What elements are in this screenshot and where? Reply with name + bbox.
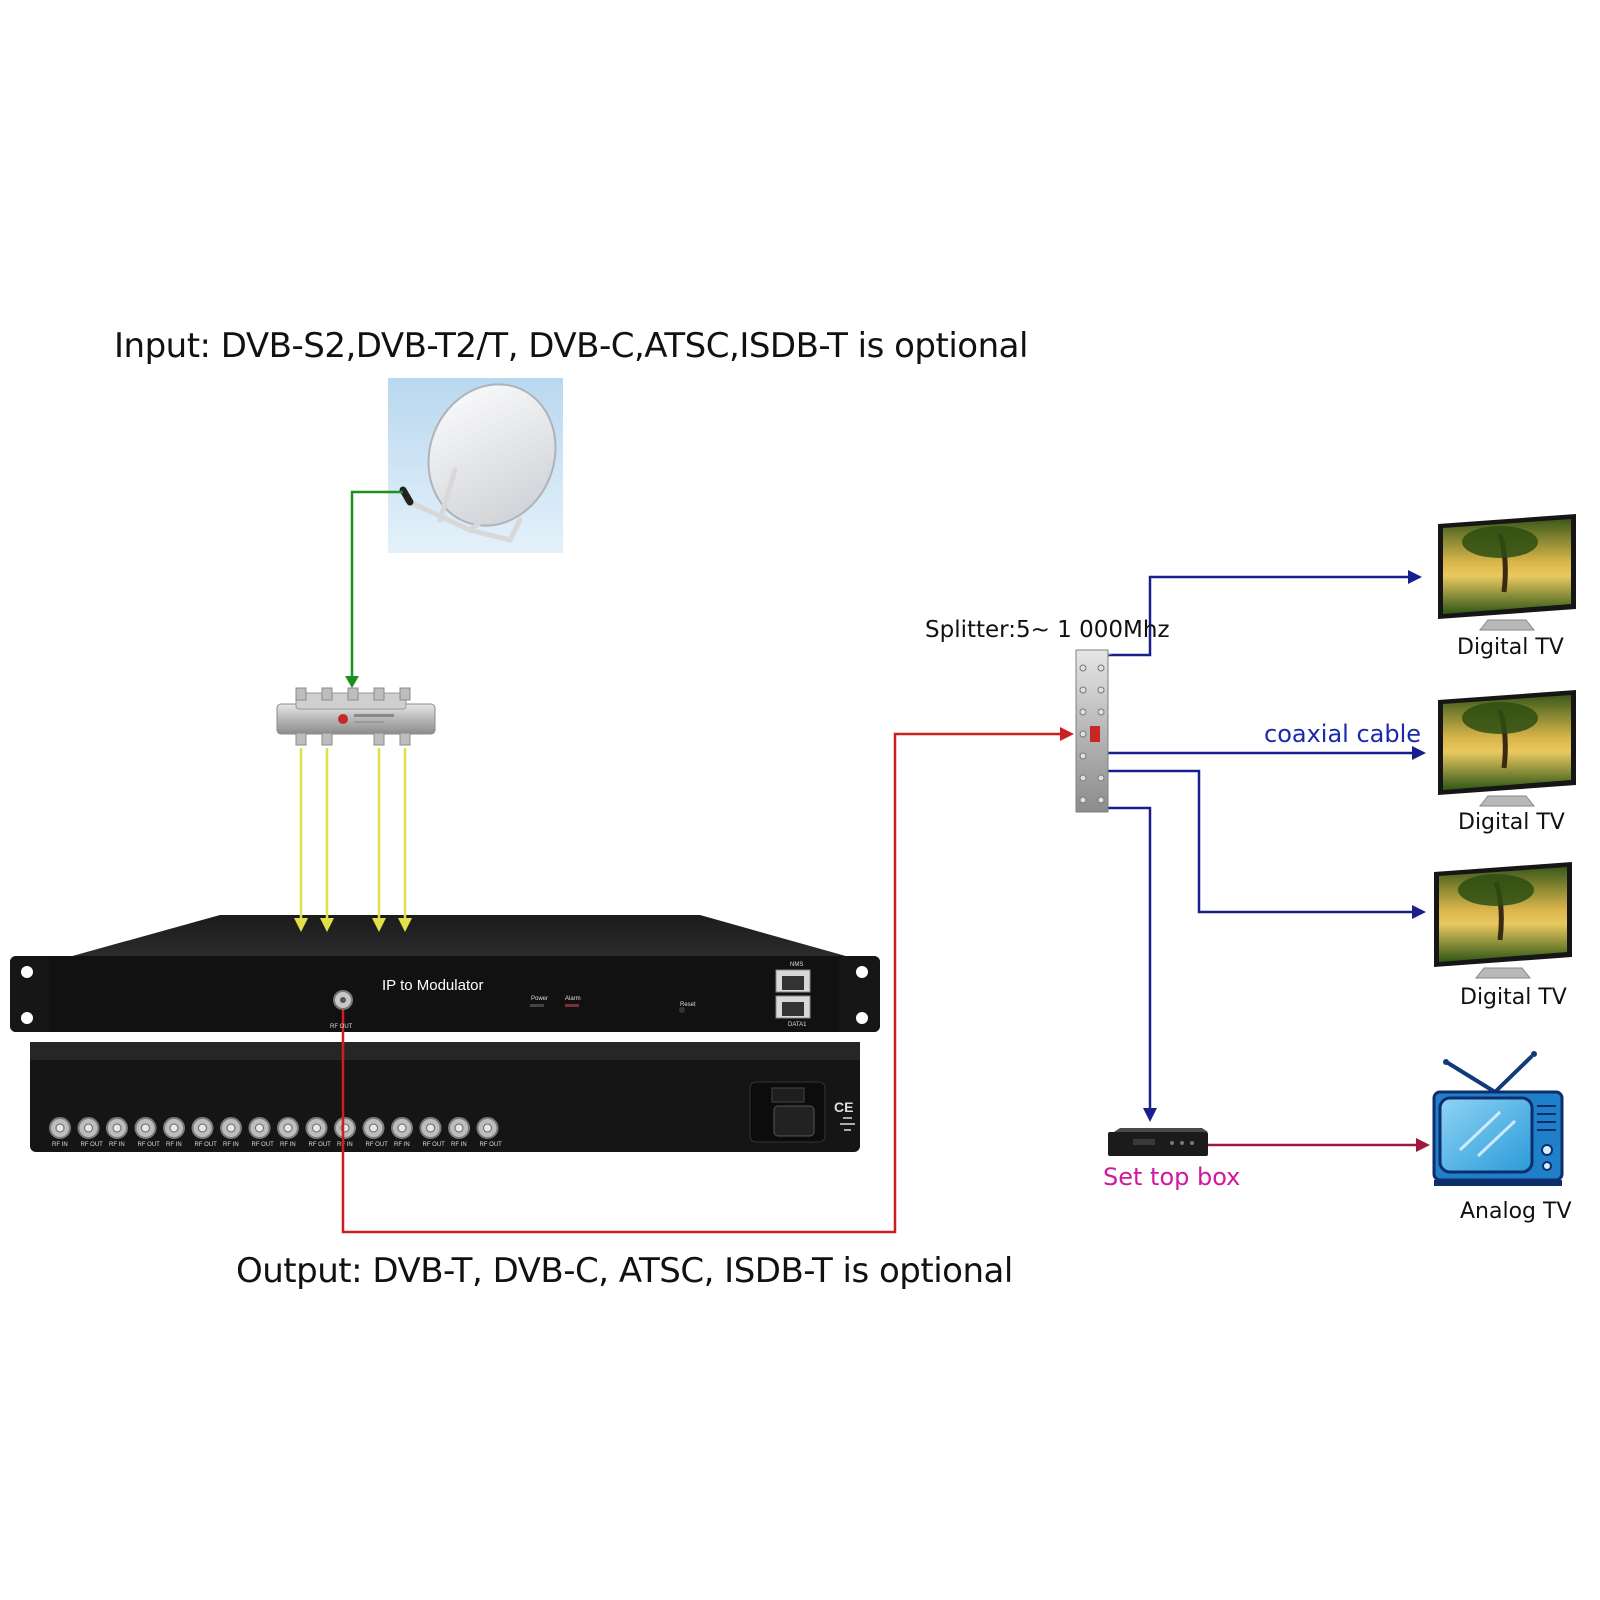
digital-tv-icon <box>1438 690 1576 807</box>
rear-rf-port: RF IN <box>49 1117 71 1148</box>
digital-tv-label-1: Digital TV <box>1457 635 1564 660</box>
alarm-label: Alarm <box>565 996 581 1002</box>
rear-port-label: RF OUT <box>309 1142 332 1148</box>
rear-rf-port: RF OUT <box>362 1117 389 1148</box>
rear-rf-port: RF IN <box>334 1117 356 1148</box>
rear-port-label: RF IN <box>394 1142 410 1148</box>
data1-label: DATA1 <box>788 1022 807 1028</box>
rear-rf-port: RF IN <box>391 1117 413 1148</box>
rear-rf-port: RF IN <box>220 1117 242 1148</box>
rear-port-label: RF OUT <box>81 1142 104 1148</box>
rear-rf-port: RF IN <box>448 1117 470 1148</box>
rear-rf-port: RF IN <box>106 1117 128 1148</box>
rear-port-label: RF OUT <box>366 1142 389 1148</box>
analog-tv-icon <box>1432 1051 1564 1186</box>
splitter-label: Splitter:5~ 1 000Mhz <box>925 617 1170 643</box>
rear-port-label: RF IN <box>337 1142 353 1148</box>
rear-port-label: RF IN <box>166 1142 182 1148</box>
coaxial-cable-label: coaxial cable <box>1264 720 1422 748</box>
rear-port-label: RF IN <box>451 1142 467 1148</box>
splitter-output-lines <box>299 748 407 926</box>
output-label: Output: DVB-T, DVB-C, ATSC, ISDB-T is op… <box>236 1251 1013 1291</box>
rear-port-label: RF IN <box>280 1142 296 1148</box>
rear-rf-port: RF OUT <box>191 1117 218 1148</box>
rj45-port-icon <box>775 969 811 1019</box>
rear-rf-port: RF OUT <box>419 1117 446 1148</box>
rear-port-label: RF OUT <box>138 1142 161 1148</box>
set-top-box-label: Set top box <box>1103 1163 1241 1191</box>
input-label: Input: DVB-S2,DVB-T2/T, DVB-C,ATSC,ISDB-… <box>114 326 1028 366</box>
rf-out-label: RF OUT <box>330 1024 353 1030</box>
set-top-box-icon <box>1108 1128 1208 1156</box>
rear-rf-port: RF IN <box>163 1117 185 1148</box>
ip-to-modulator-rear: RF IN RF OUT RF IN RF OUT RF IN RF OUT RF IN RF… <box>30 1042 860 1152</box>
rear-rf-port: RF OUT <box>476 1117 503 1148</box>
rear-port-label: RF IN <box>52 1142 68 1148</box>
power-socket-icon <box>749 1081 826 1143</box>
reset-label: Reset <box>680 1002 696 1008</box>
rear-port-label: RF OUT <box>252 1142 275 1148</box>
rear-rf-port: RF OUT <box>77 1117 104 1148</box>
satellite-link-line <box>350 490 403 685</box>
ip-to-modulator-device <box>10 915 880 1032</box>
device-title: IP to Modulator <box>382 977 483 994</box>
rear-port-label: RF OUT <box>195 1142 218 1148</box>
digital-tv-label-3: Digital TV <box>1460 985 1567 1010</box>
digital-tv-icon <box>1434 862 1572 979</box>
rear-port-label: RF IN <box>223 1142 239 1148</box>
connections <box>294 490 1430 1234</box>
power-label: Power <box>531 996 548 1002</box>
satellite-dish-icon <box>388 378 563 553</box>
nms-label: NMS <box>790 962 803 968</box>
rear-port-label: RF IN <box>109 1142 125 1148</box>
rear-rf-port: RF IN <box>277 1117 299 1148</box>
rear-port-label: RF OUT <box>423 1142 446 1148</box>
rear-rf-port: RF OUT <box>134 1117 161 1148</box>
digital-tv-icon <box>1438 514 1576 631</box>
rear-rf-port: RF OUT <box>305 1117 332 1148</box>
digital-tv-label-2: Digital TV <box>1458 810 1565 835</box>
ce-mark: CE <box>834 1099 853 1115</box>
splitter-icon <box>276 687 436 746</box>
analog-tv-label: Analog TV <box>1460 1199 1572 1224</box>
splitter-icon <box>1075 649 1112 813</box>
coax-distribution-lines <box>1108 575 1418 1114</box>
rf-output-line <box>341 732 1068 1234</box>
rear-port-label: RF OUT <box>480 1142 503 1148</box>
rear-rf-port: RF OUT <box>248 1117 275 1148</box>
